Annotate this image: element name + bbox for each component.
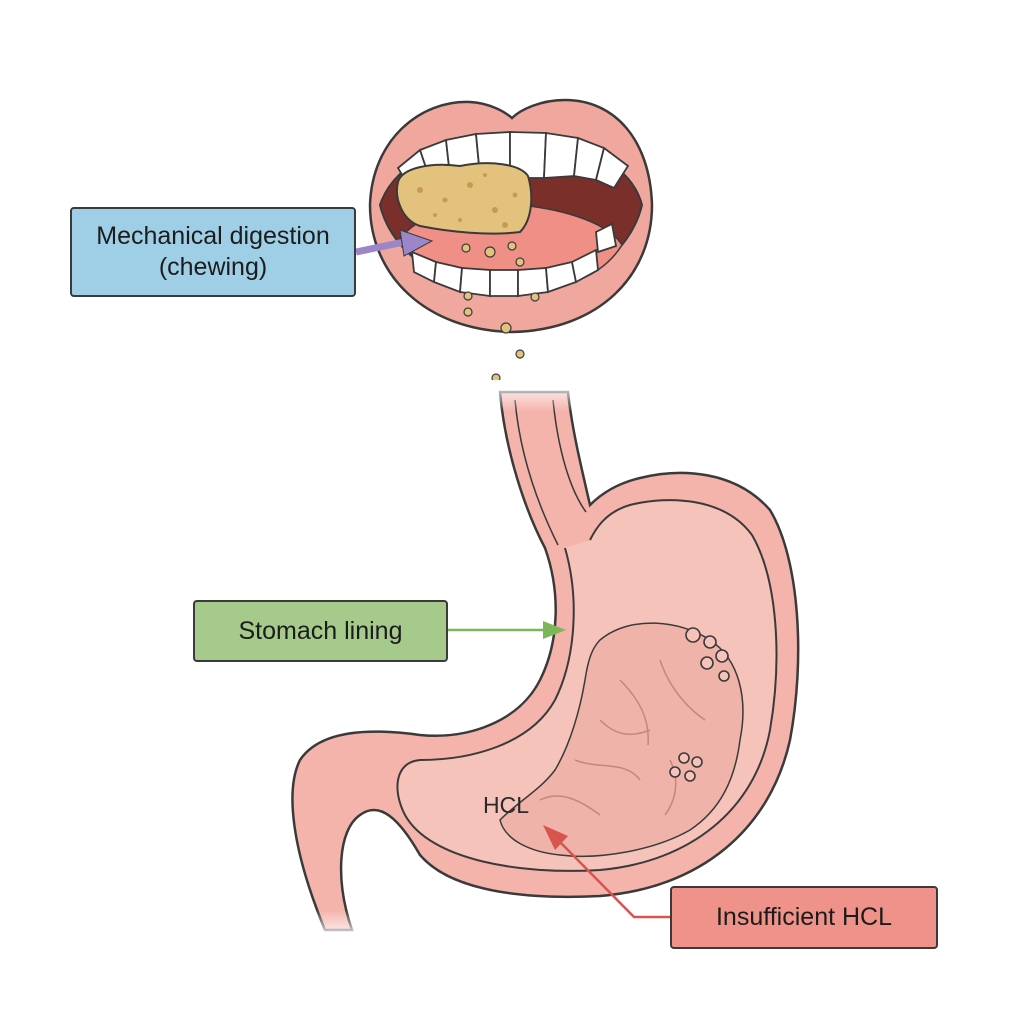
stomach-lining-label: Stomach lining xyxy=(193,600,448,662)
upper-teeth xyxy=(396,131,630,190)
mechanical-digestion-text: Mechanical digestion (chewing) xyxy=(96,222,330,281)
stomach-lining-text: Stomach lining xyxy=(238,616,403,645)
duodenum-fade xyxy=(290,840,370,940)
rugae-folds xyxy=(499,622,744,858)
lower-teeth xyxy=(410,222,618,298)
mechanical-digestion-label: Mechanical digestion (chewing) xyxy=(70,207,356,297)
food-texture xyxy=(417,173,518,228)
lining-arrow xyxy=(448,621,566,639)
hcl-arrow xyxy=(543,825,670,919)
esophagus-fade xyxy=(480,380,590,470)
rugae-lines xyxy=(539,659,706,816)
stomach-organ xyxy=(290,380,800,940)
mouth xyxy=(368,98,654,383)
insufficient-hcl-label: Insufficient HCL xyxy=(670,886,938,949)
food-chunk xyxy=(396,162,533,235)
gastric-cells xyxy=(669,627,730,782)
hcl-acid-label: HCL xyxy=(483,792,530,818)
insufficient-hcl-text: Insufficient HCL xyxy=(715,903,892,931)
crumbs-mouth xyxy=(461,241,540,302)
mechanical-arrow xyxy=(355,229,434,257)
